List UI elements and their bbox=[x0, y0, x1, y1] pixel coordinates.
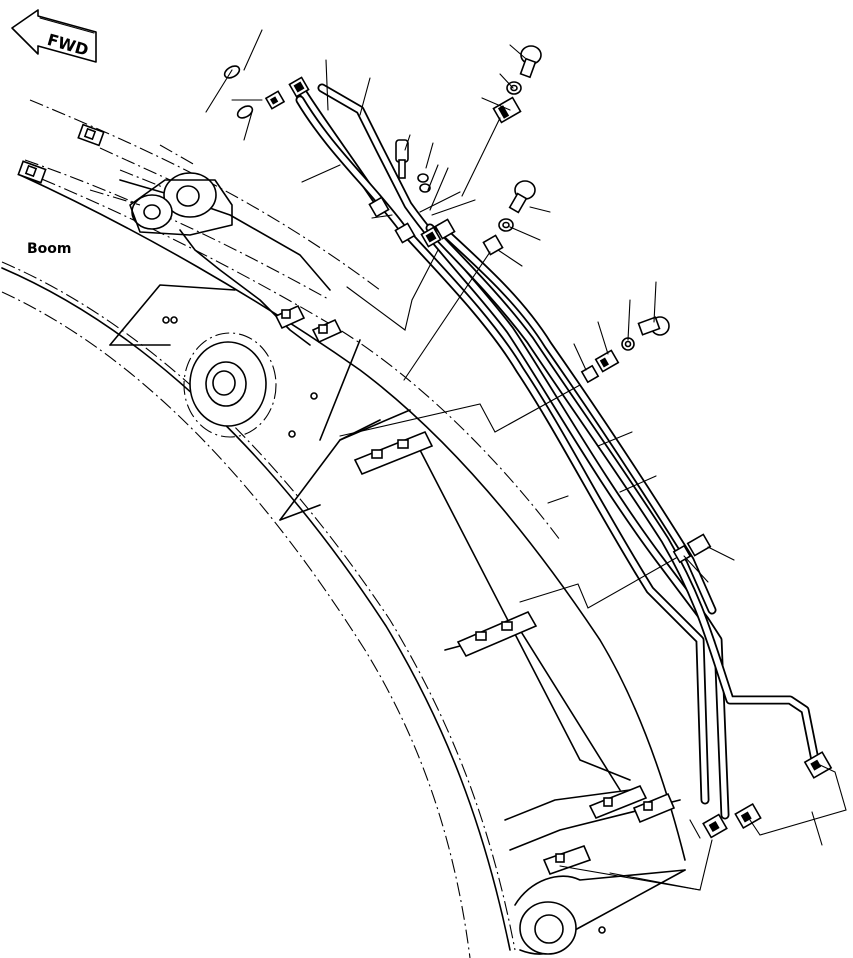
clamp-1 bbox=[274, 304, 306, 330]
boom-foot-boss bbox=[129, 172, 233, 236]
clamp-6 bbox=[632, 792, 676, 824]
tip-fitting-1 bbox=[702, 813, 728, 839]
washer-3 bbox=[498, 218, 514, 232]
bolt-2 bbox=[519, 45, 542, 79]
o-ring-2 bbox=[236, 105, 254, 119]
connector-3 bbox=[594, 349, 620, 373]
connector-1 bbox=[492, 96, 522, 124]
tip-fitting-2 bbox=[734, 802, 762, 830]
clamp-plate-3 bbox=[353, 430, 434, 476]
leader-lines bbox=[205, 29, 847, 891]
clamp-plate-4 bbox=[456, 610, 538, 658]
washer-1 bbox=[417, 173, 431, 193]
tip-fitting-3 bbox=[803, 751, 833, 779]
tube-end-4 bbox=[434, 218, 456, 240]
clamp-7 bbox=[542, 844, 592, 876]
connector-4 bbox=[580, 364, 600, 384]
boom-label: Boom bbox=[27, 241, 72, 257]
upper-clip-1 bbox=[77, 123, 105, 147]
boom-structure bbox=[1, 99, 686, 958]
connector-5 bbox=[686, 533, 712, 557]
boom-cylinder-boss bbox=[183, 332, 277, 438]
hose-adapter-1 bbox=[288, 76, 310, 98]
bolt-1 bbox=[395, 139, 409, 179]
o-ring-1 bbox=[223, 65, 241, 79]
fwd-label: FWD bbox=[45, 30, 90, 60]
tube-end-2 bbox=[394, 222, 416, 244]
hose-adapter-2 bbox=[264, 90, 286, 110]
boom-clamps bbox=[274, 304, 676, 876]
clamp-plate-5 bbox=[588, 784, 648, 820]
clamp-2 bbox=[311, 318, 343, 344]
tube-end-1 bbox=[368, 196, 390, 218]
tube-end-3 bbox=[420, 226, 442, 248]
upper-clip-2 bbox=[17, 160, 47, 184]
fwd-arrow-icon: FWD bbox=[11, 9, 97, 63]
fittings bbox=[223, 45, 833, 839]
bolt-3 bbox=[508, 180, 536, 214]
